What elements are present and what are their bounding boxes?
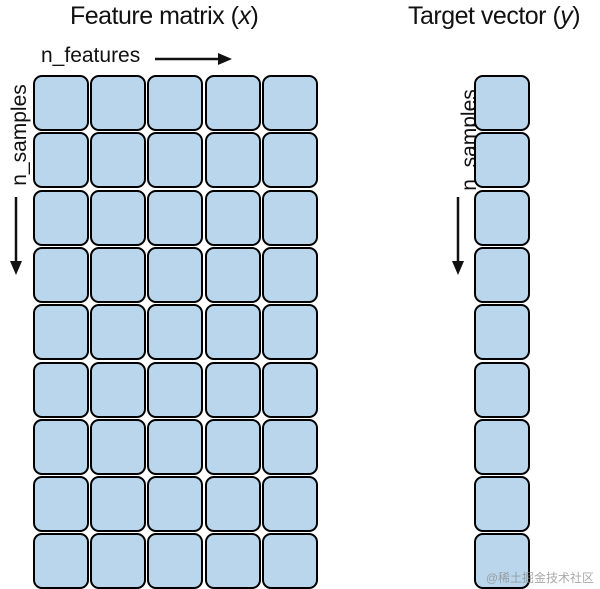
matrix-cell (90, 361, 147, 418)
matrix-cell (261, 533, 318, 589)
vector-samples-arrow-icon (452, 197, 464, 275)
vector-cell (474, 418, 530, 475)
matrix-cell (90, 533, 147, 589)
matrix-cell (90, 476, 147, 533)
matrix-cell (204, 75, 261, 131)
matrix-cell (33, 132, 89, 189)
matrix-cell (90, 246, 147, 303)
matrix-cell (33, 246, 89, 303)
vector-cell (474, 189, 530, 246)
feature-matrix-title: Feature matrix (x) (70, 2, 259, 30)
matrix-cell (33, 75, 89, 131)
matrix-cell (204, 304, 261, 361)
matrix-cell (33, 189, 89, 246)
watermark: @稀土掘金技术社区 (485, 571, 594, 585)
matrix-cell (90, 132, 147, 189)
matrix-cell (261, 476, 318, 533)
matrix-cell (33, 361, 89, 418)
matrix-cell (261, 361, 318, 418)
matrix-cell (204, 132, 261, 189)
n-features-label: n_features (41, 44, 141, 67)
matrix-cell (90, 75, 147, 131)
vector-cell (474, 132, 530, 189)
matrix-cell (33, 304, 89, 361)
matrix-cell (147, 246, 204, 303)
matrix-cell (147, 476, 204, 533)
matrix-cell (261, 246, 318, 303)
matrix-cell (33, 418, 89, 475)
matrix-cell (33, 533, 89, 589)
matrix-cell (90, 418, 147, 475)
matrix-cell (261, 75, 318, 131)
matrix-cell (147, 189, 204, 246)
matrix-cell (147, 75, 204, 131)
vector-cell (474, 304, 530, 361)
matrix-cell (90, 304, 147, 361)
matrix-cell (147, 418, 204, 475)
matrix-cell (261, 304, 318, 361)
matrix-cell (204, 476, 261, 533)
matrix-cell (204, 189, 261, 246)
matrix-cell (147, 533, 204, 589)
matrix-cell (147, 132, 204, 189)
target-vector-title: Target vector (y) (408, 2, 581, 30)
matrix-cell (33, 476, 89, 533)
matrix-cell (204, 246, 261, 303)
matrix-cell (90, 189, 147, 246)
matrix-samples-arrow-icon (10, 197, 22, 275)
matrix-cell (204, 533, 261, 589)
n-features-arrow-icon (155, 53, 232, 65)
vector-cell (474, 361, 530, 418)
vector-cell (474, 476, 530, 533)
matrix-cell (204, 418, 261, 475)
matrix-cell (261, 418, 318, 475)
matrix-cell (204, 361, 261, 418)
matrix-cell (261, 189, 318, 246)
matrix-cell (147, 304, 204, 361)
matrix-cell (261, 132, 318, 189)
vector-cell (474, 75, 530, 131)
vector-cell (474, 246, 530, 303)
matrix-cell (147, 361, 204, 418)
